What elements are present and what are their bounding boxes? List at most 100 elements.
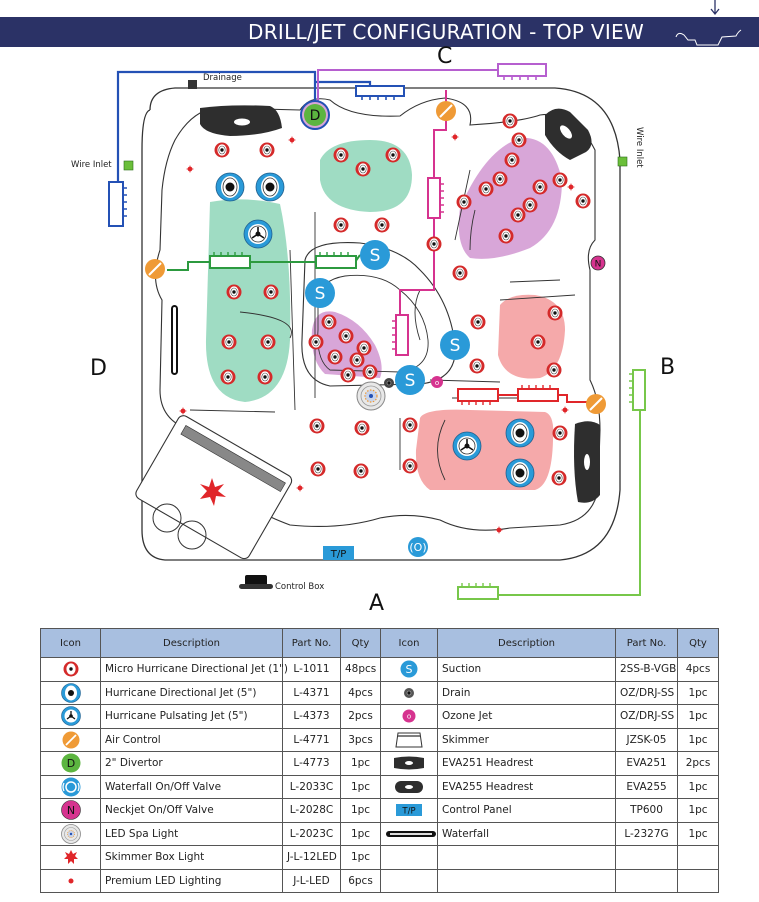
header-qty: Qty: [340, 628, 381, 658]
suction: [395, 365, 425, 395]
description: EVA255 Headrest: [437, 774, 616, 799]
description: Neckjet On/Off Valve: [100, 798, 283, 823]
page-title: DRILL/JET CONFIGURATION - TOP VIEW: [248, 20, 645, 44]
table-row: D 2" Divertor L-4773 1pc EVA251 Headrest…: [40, 751, 719, 776]
line-purple: [317, 69, 498, 108]
empty-cell: [615, 868, 678, 893]
header-qty: Qty: [677, 628, 719, 658]
description: Premium LED Lighting: [100, 868, 283, 893]
side-label-d: D: [90, 356, 107, 381]
control-box: [239, 575, 273, 589]
suction: [305, 278, 335, 308]
hurricane-pulsating-jet-icon: [40, 704, 101, 729]
description: LED Spa Light: [100, 821, 283, 846]
part-no: L-4771: [282, 727, 341, 752]
svg-text:(O): (O): [409, 541, 426, 554]
description: EVA251 Headrest: [437, 751, 616, 776]
svg-text:S: S: [406, 663, 413, 676]
part-no: L-2023C: [282, 821, 341, 846]
header-part-no: Part No.: [282, 628, 341, 658]
part-no: OZ/DRJ-SS: [615, 680, 678, 705]
micro-hurricane-jet-icon: [40, 657, 101, 682]
waterfall: [171, 305, 178, 375]
empty-cell: [380, 845, 438, 870]
svg-text:N: N: [595, 260, 602, 270]
description: Skimmer: [437, 727, 616, 752]
description: Micro Hurricane Directional Jet (1"): [100, 657, 288, 682]
qty: 1pc: [677, 821, 719, 846]
wire-inlet-right-label: Wire Inlet: [634, 127, 644, 168]
table-row: Air Control L-4771 3pcs Skimmer JZSK-05 …: [40, 727, 719, 752]
svg-text:T/P: T/P: [330, 549, 347, 560]
part-no: L-2327G: [615, 821, 678, 846]
control-panel: [323, 546, 354, 560]
wire-inlet-right: [617, 156, 628, 167]
svg-text:D: D: [66, 757, 74, 770]
header-description: Description: [437, 628, 616, 658]
hurricane-directional-jet: [215, 172, 245, 202]
neckjet-valve: N: [590, 255, 606, 271]
part-no: JZSK-05: [615, 727, 678, 752]
line-red: [498, 394, 588, 403]
part-no: J-L-12LED: [282, 845, 341, 870]
drain: [384, 378, 394, 388]
qty: 3pcs: [340, 727, 381, 752]
zone-purple-right: [458, 137, 562, 259]
table-row: Premium LED Lighting J-L-LED 6pcs: [40, 868, 719, 893]
led-spa-light-icon: [40, 821, 101, 846]
skimmer-icon: [380, 727, 438, 752]
spa-top-view-diagram: S: [108, 0, 742, 600]
description: Control Panel: [437, 798, 616, 823]
drain-icon: [380, 680, 438, 705]
footwell-inner-line: [317, 274, 429, 373]
qty: 1pc: [677, 680, 719, 705]
qty: 1pc: [340, 798, 381, 823]
spa-inner-footwell: [301, 242, 456, 387]
description: Skimmer Box Light: [100, 845, 283, 870]
part-no: L-2033C: [282, 774, 341, 799]
waterfall-valve: (O): [408, 537, 428, 557]
part-no: L-2028C: [282, 798, 341, 823]
part-no: TP600: [615, 798, 678, 823]
part-no: L-1011: [282, 657, 341, 682]
description: Hurricane Pulsating Jet (5"): [100, 704, 283, 729]
description: Hurricane Directional Jet (5"): [100, 680, 283, 705]
description: 2" Divertor: [100, 751, 283, 776]
zone-green-left: [205, 199, 291, 402]
hurricane-directional-jet: [255, 172, 285, 202]
suction: [440, 330, 470, 360]
skimmer-box-light-icon: [40, 845, 101, 870]
empty-cell: [437, 868, 616, 893]
table-row: Hurricane Directional Jet (5") L-4371 4p…: [40, 680, 719, 705]
qty: 4pcs: [340, 680, 381, 705]
table-row: Skimmer Box Light J-L-12LED 1pc: [40, 845, 719, 870]
header-part-no: Part No.: [615, 628, 678, 658]
air-control-icon: [40, 727, 101, 752]
qty: 1pc: [677, 774, 719, 799]
qty: 2pcs: [677, 751, 719, 776]
empty-cell: [677, 845, 719, 870]
table-header-row: Icon Description Part No. Qty Icon Descr…: [40, 628, 719, 658]
wire-inlet-left: [123, 160, 134, 171]
part-no: OZ/DRJ-SS: [615, 704, 678, 729]
ozone-jet-icon: o: [380, 704, 438, 729]
ozone-jet: o: [431, 376, 443, 388]
part-no: 2SS-B-VGB: [615, 657, 678, 682]
title-banner: DRILL/JET CONFIGURATION - TOP VIEW: [0, 17, 759, 47]
empty-cell: [615, 845, 678, 870]
empty-cell: [380, 868, 438, 893]
qty: 1pc: [340, 845, 381, 870]
svg-text:T/P: T/P: [401, 807, 415, 817]
parts-table: Icon Description Part No. Qty Icon Descr…: [40, 628, 719, 893]
part-no: L-4773: [282, 751, 341, 776]
description: Air Control: [100, 727, 283, 752]
part-no: L-4371: [282, 680, 341, 705]
qty: 2pcs: [340, 704, 381, 729]
control-panel-icon: T/P: [380, 798, 438, 823]
header-icon: Icon: [40, 628, 101, 658]
part-no: J-L-LED: [282, 868, 341, 893]
hurricane-pulsating-jet: [452, 431, 482, 461]
qty: 1pc: [340, 774, 381, 799]
drainage-label: Drainage: [203, 73, 242, 83]
svg-text:D: D: [310, 108, 321, 124]
